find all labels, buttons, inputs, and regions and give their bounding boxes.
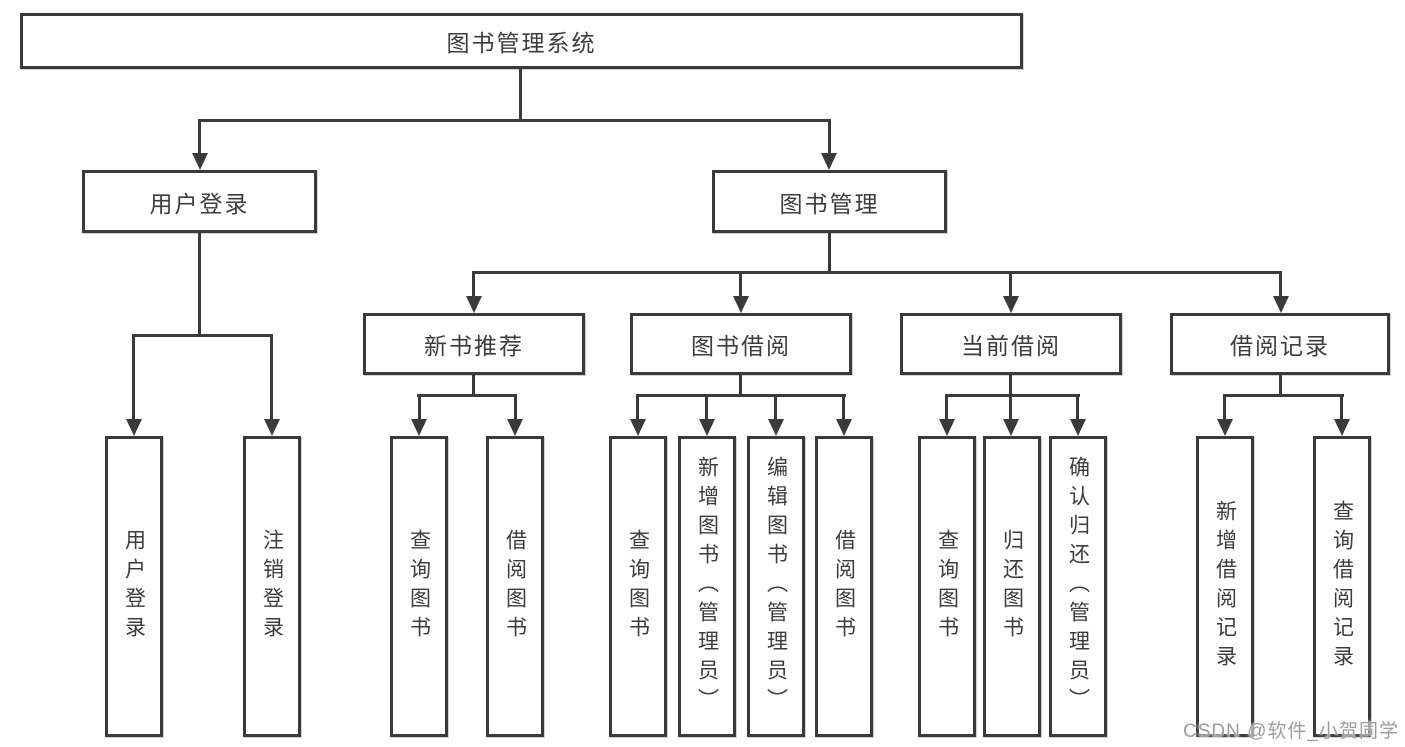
arrowhead-book-borrow-icon — [733, 296, 749, 313]
edge-stem-borrow-records — [1279, 271, 1282, 296]
leaf-cb-return-books-label: 归还图书 — [1000, 528, 1024, 645]
leaf-cb-query-books-label: 查询图书 — [935, 528, 959, 645]
arrowhead-user-login-icon — [192, 153, 208, 170]
leaf-user-login: 用户登录 — [105, 436, 163, 737]
leaf-nb-borrow-books-label: 借阅图书 — [503, 528, 527, 645]
leaf-bb-query-books: 查询图书 — [609, 436, 667, 737]
arrowhead-cb-confirm-icon — [1070, 419, 1086, 436]
edge-new-books-rail — [417, 394, 517, 397]
node-root-label: 图书管理系统 — [446, 30, 597, 56]
arrowhead-nb-borrow-icon — [507, 419, 523, 436]
node-book-borrow: 图书借阅 — [630, 313, 852, 375]
edge-stem-login — [132, 334, 135, 419]
edge-root-stem — [519, 69, 522, 122]
node-user-login-label: 用户登录 — [149, 190, 250, 217]
leaf-nb-borrow-books: 借阅图书 — [486, 436, 544, 737]
arrowhead-br-query-icon — [1334, 419, 1350, 436]
node-book-borrow-label: 图书借阅 — [691, 333, 791, 359]
arrowhead-logout-icon — [264, 419, 280, 436]
arrowhead-borrow-records-icon — [1273, 296, 1289, 313]
leaf-cb-return-books: 归还图书 — [983, 436, 1041, 737]
node-current-borrow: 当前借阅 — [900, 313, 1122, 375]
edge-root-rail — [198, 119, 831, 122]
edge-stem-br-query — [1340, 394, 1343, 419]
edge-stem-cb-query — [945, 394, 948, 419]
edge-borrow-records-rail — [1223, 394, 1344, 397]
arrowhead-bb-add-icon — [699, 419, 715, 436]
arrowhead-bb-query-icon — [630, 419, 646, 436]
arrowhead-br-add-icon — [1217, 419, 1233, 436]
edge-stem-cb-return — [1009, 394, 1012, 419]
edge-current-borrow-stem — [1009, 375, 1012, 397]
leaf-bb-borrow-books-label: 借阅图书 — [832, 528, 856, 645]
arrowhead-current-borrow-icon — [1003, 296, 1019, 313]
arrowhead-cb-query-icon — [939, 419, 955, 436]
edge-book-borrow-stem — [739, 375, 742, 397]
edge-stem-user-login — [198, 119, 201, 154]
leaf-bb-add-book-admin-label: 新增图书（管理员） — [695, 456, 719, 717]
arrowhead-bb-borrow-icon — [836, 419, 852, 436]
edge-stem-nb-query — [418, 394, 421, 419]
node-book-management-label: 图书管理 — [779, 190, 880, 217]
leaf-br-query-record-label: 查询借阅记录 — [1330, 499, 1354, 674]
edge-user-login-stem — [198, 233, 201, 337]
node-new-books: 新书推荐 — [363, 313, 585, 375]
edge-stem-bb-borrow — [842, 394, 845, 419]
leaf-nb-query-books-label: 查询图书 — [407, 528, 431, 645]
edge-stem-bb-add — [705, 394, 708, 419]
arrowhead-cb-return-icon — [1003, 419, 1019, 436]
leaf-bb-borrow-books: 借阅图书 — [815, 436, 873, 737]
leaf-br-query-record: 查询借阅记录 — [1313, 436, 1371, 737]
leaf-bb-query-books-label: 查询图书 — [626, 528, 650, 645]
csdn-watermark: CSDN @软件_小贺同学 — [1183, 721, 1399, 742]
edge-stem-logout — [270, 334, 273, 419]
edge-book-borrow-rail — [636, 394, 846, 397]
edge-stem-bb-edit — [774, 394, 777, 419]
edge-stem-book-borrow — [739, 271, 742, 296]
edge-stem-bb-query — [636, 394, 639, 419]
leaf-bb-edit-book-admin: 编辑图书（管理员） — [747, 436, 805, 737]
leaf-bb-edit-book-admin-label: 编辑图书（管理员） — [764, 456, 788, 717]
edge-stem-nb-borrow — [514, 394, 517, 419]
leaf-cb-confirm-return-admin-label: 确认归还（管理员） — [1066, 456, 1090, 717]
node-book-management: 图书管理 — [712, 170, 947, 233]
edge-stem-current-borrow — [1009, 271, 1012, 296]
edge-new-books-stem — [472, 375, 475, 397]
leaf-cb-confirm-return-admin: 确认归还（管理员） — [1049, 436, 1107, 737]
arrowhead-book-management-icon — [821, 153, 837, 170]
arrowhead-bb-edit-icon — [768, 419, 784, 436]
edge-stem-cb-confirm — [1076, 394, 1079, 419]
node-new-books-label: 新书推荐 — [424, 333, 524, 359]
node-borrow-records-label: 借阅记录 — [1230, 333, 1330, 359]
leaf-nb-query-books: 查询图书 — [390, 436, 448, 737]
node-user-login: 用户登录 — [82, 170, 317, 233]
leaf-logout-label: 注销登录 — [260, 528, 284, 645]
node-current-borrow-label: 当前借阅 — [961, 333, 1061, 359]
node-borrow-records: 借阅记录 — [1170, 313, 1390, 375]
leaf-logout: 注销登录 — [243, 436, 301, 737]
edge-book-management-stem — [828, 233, 831, 274]
leaf-br-add-record-label: 新增借阅记录 — [1213, 499, 1237, 674]
arrowhead-nb-query-icon — [411, 419, 427, 436]
arrowhead-new-books-icon — [466, 296, 482, 313]
edge-user-login-rail — [132, 334, 273, 337]
edge-stem-new-books — [472, 271, 475, 296]
leaf-user-login-label: 用户登录 — [122, 528, 146, 645]
arrowhead-login-icon — [126, 419, 142, 436]
edge-borrow-records-stem — [1279, 375, 1282, 397]
leaf-br-add-record: 新增借阅记录 — [1196, 436, 1254, 737]
leaf-cb-query-books: 查询图书 — [918, 436, 976, 737]
edge-stem-br-add — [1223, 394, 1226, 419]
edge-stem-book-management — [828, 119, 831, 154]
edge-current-borrow-rail — [945, 394, 1080, 397]
node-root: 图书管理系统 — [20, 13, 1023, 69]
leaf-bb-add-book-admin: 新增图书（管理员） — [678, 436, 736, 737]
edge-book-management-rail — [472, 271, 1282, 274]
